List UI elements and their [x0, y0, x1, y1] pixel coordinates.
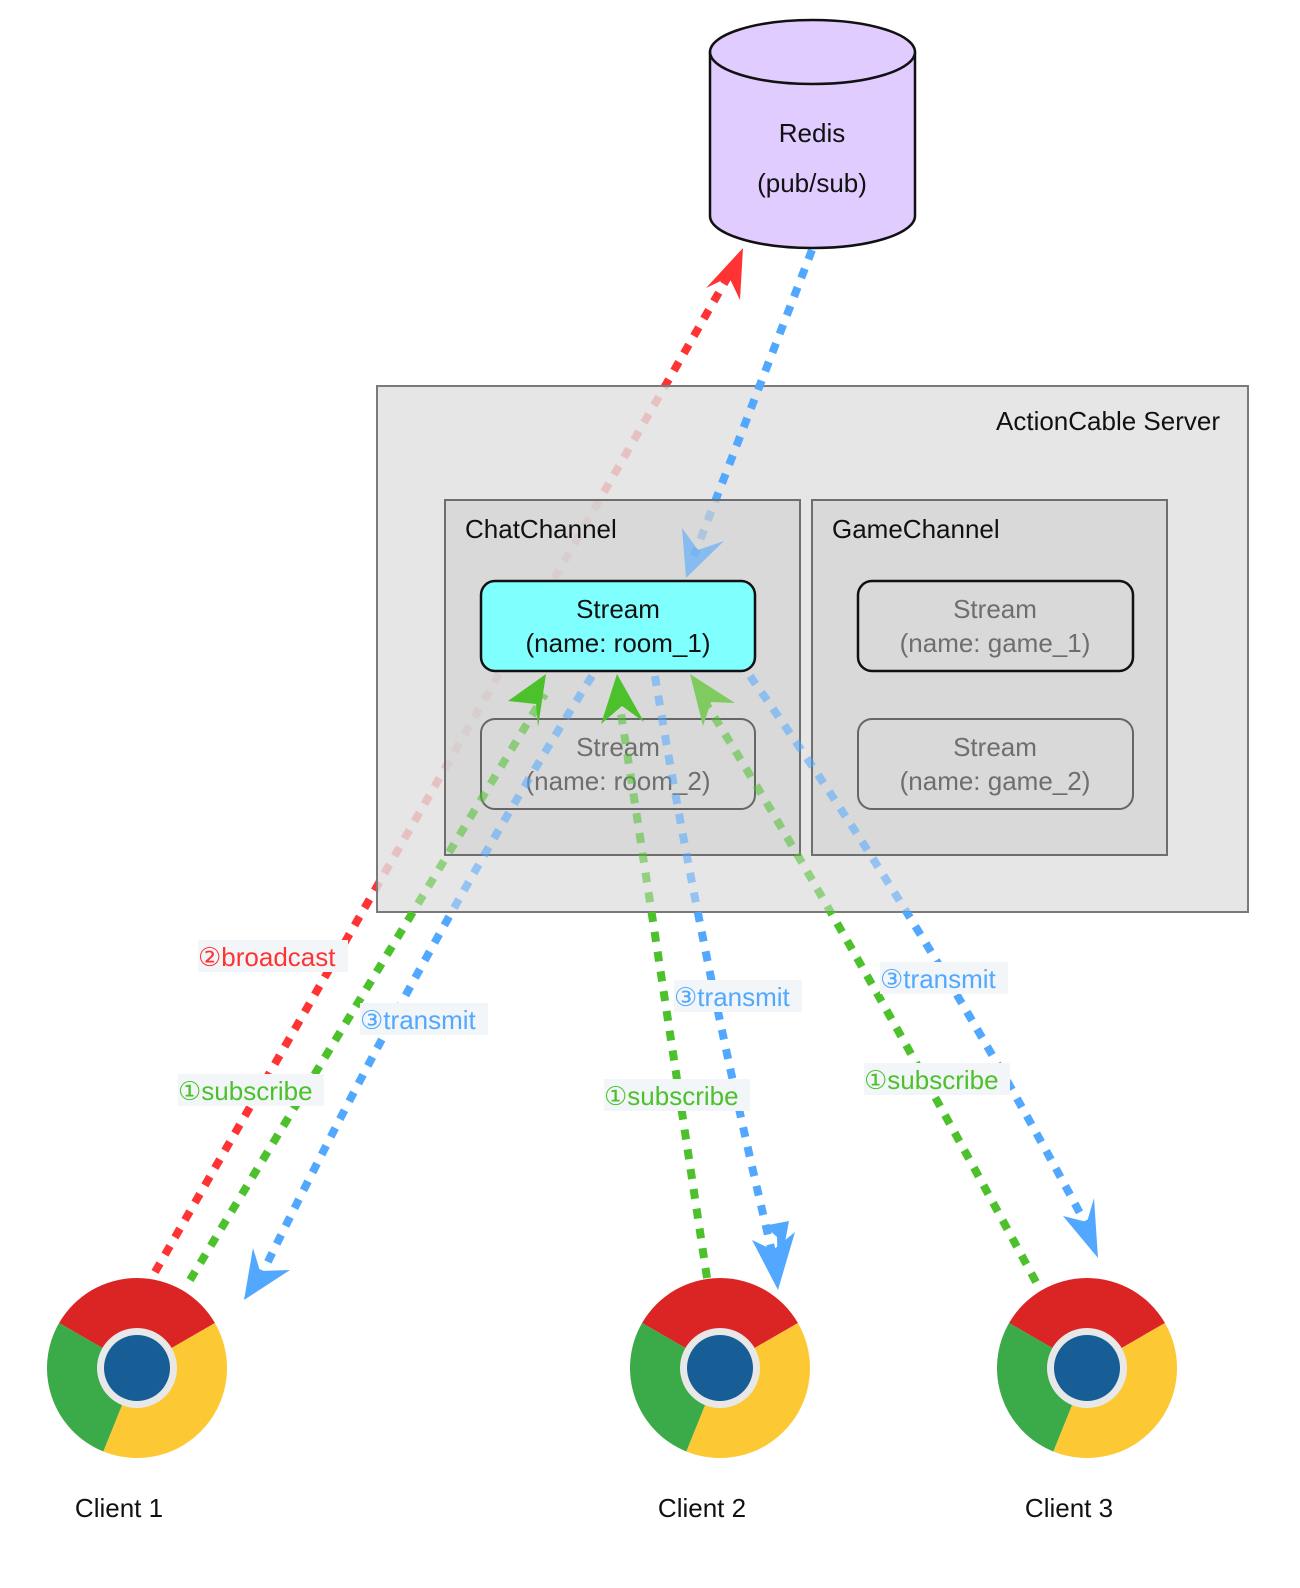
subscribe-client3-arrowhead — [690, 674, 735, 726]
transmit-client2-label: ③transmit — [674, 982, 791, 1012]
transmit-client2-arrowhead-shadow — [763, 1221, 789, 1279]
chrome-center — [687, 1335, 753, 1401]
server-title: ActionCable Server — [996, 406, 1220, 436]
subscribe-client2-label: ①subscribe — [604, 1081, 739, 1111]
client-edges — [186, 673, 1098, 1300]
chrome-icon[interactable] — [47, 1278, 227, 1458]
transmit-client3-label: ③transmit — [880, 964, 997, 994]
stream-room-2-title: Stream — [576, 732, 660, 762]
chrome-icon[interactable] — [997, 1278, 1177, 1458]
subscribe-client2-label-bg — [604, 1079, 750, 1111]
transmit-client1-line[interactable] — [254, 673, 596, 1284]
client-2-label: Client 2 — [658, 1493, 746, 1523]
redis-transmit-arrowhead — [682, 528, 724, 578]
client-3-label: Client 3 — [1025, 1493, 1113, 1523]
chrome-center — [104, 1335, 170, 1401]
redis-title: Redis — [779, 118, 845, 148]
subscribe-client2-arrowhead — [601, 674, 644, 724]
client-1[interactable]: Client 1 — [47, 1278, 227, 1523]
redis-subtitle: (pub/sub) — [757, 168, 867, 198]
clients: Client 1 Client 2 Client 3 — [47, 1278, 1177, 1523]
chrome-red-segment — [1009, 1278, 1165, 1368]
redis-transmit-line — [690, 248, 816, 558]
transmit-client2-label-bg — [674, 980, 802, 1012]
subscribe-client1-arrowhead — [508, 674, 546, 727]
transmit-client2-arrowhead — [752, 1232, 795, 1290]
edge-labels: ②broadcast ③transmit ①subscribe ③transmi… — [178, 940, 1010, 1111]
stream-game-1-title: Stream — [953, 594, 1037, 624]
chat-channel-title: ChatChannel — [465, 514, 617, 544]
stream-room-1-name: (name: room_1) — [526, 628, 711, 658]
chrome-center — [1054, 1335, 1120, 1401]
stream-room-1-box[interactable] — [479, 579, 757, 673]
game-channel-box[interactable] — [811, 499, 1168, 856]
client-1-label: Client 1 — [75, 1493, 163, 1523]
transmit-client3-arrowhead — [1063, 1198, 1098, 1258]
stream-room-2-name: (name: room_2) — [526, 766, 711, 796]
stream-game-1[interactable]: Stream (name: game_1) — [856, 579, 1135, 673]
stream-room-1[interactable]: Stream (name: room_1) — [479, 579, 757, 673]
transmit-client2-line[interactable] — [651, 675, 776, 1253]
transmit-client1-label: ③transmit — [360, 1005, 477, 1035]
client-3[interactable]: Client 3 — [997, 1278, 1177, 1523]
broadcast-label-bg — [198, 940, 348, 972]
chat-channel-box[interactable] — [444, 499, 801, 856]
stream-game-2-box[interactable] — [857, 718, 1134, 810]
stream-game-2-name: (name: game_2) — [900, 766, 1091, 796]
broadcast-arrowhead — [706, 248, 743, 300]
client-2[interactable]: Client 2 — [630, 1278, 810, 1523]
transmit-client3-label-bg — [880, 962, 1008, 994]
transmit-client1-arrowhead — [244, 1248, 290, 1300]
broadcast-label: ②broadcast — [198, 942, 336, 972]
stream-game-1-name: (name: game_1) — [900, 628, 1091, 658]
stream-game-2[interactable]: Stream (name: game_2) — [857, 718, 1134, 810]
game-channel-title: GameChannel — [832, 514, 1000, 544]
stream-game-2-title: Stream — [953, 732, 1037, 762]
subscribe-client1-line[interactable] — [186, 691, 549, 1283]
redis-cylinder-body — [708, 52, 917, 250]
subscribe-client1-label: ①subscribe — [178, 1076, 313, 1106]
subscribe-client2-line[interactable] — [614, 693, 711, 1279]
stream-room-1-title: Stream — [576, 594, 660, 624]
subscribe-client3-label-bg — [864, 1063, 1010, 1095]
edges-outside-server — [186, 673, 1094, 1284]
edge-redis-to-room1[interactable] — [690, 248, 816, 558]
subscribe-client1-label-bg — [178, 1074, 324, 1106]
redis-cylinder-top — [708, 18, 917, 86]
subscribe-client3-label: ①subscribe — [864, 1065, 999, 1095]
transmit-client3-line[interactable] — [746, 673, 1094, 1234]
redis-database[interactable]: Redis (pub/sub) — [708, 18, 917, 250]
subscribe-client3-line[interactable] — [696, 691, 1040, 1284]
stream-game-1-box[interactable] — [856, 579, 1135, 673]
transmit-client1-label-bg — [360, 1003, 488, 1035]
chrome-icon[interactable] — [630, 1278, 810, 1458]
